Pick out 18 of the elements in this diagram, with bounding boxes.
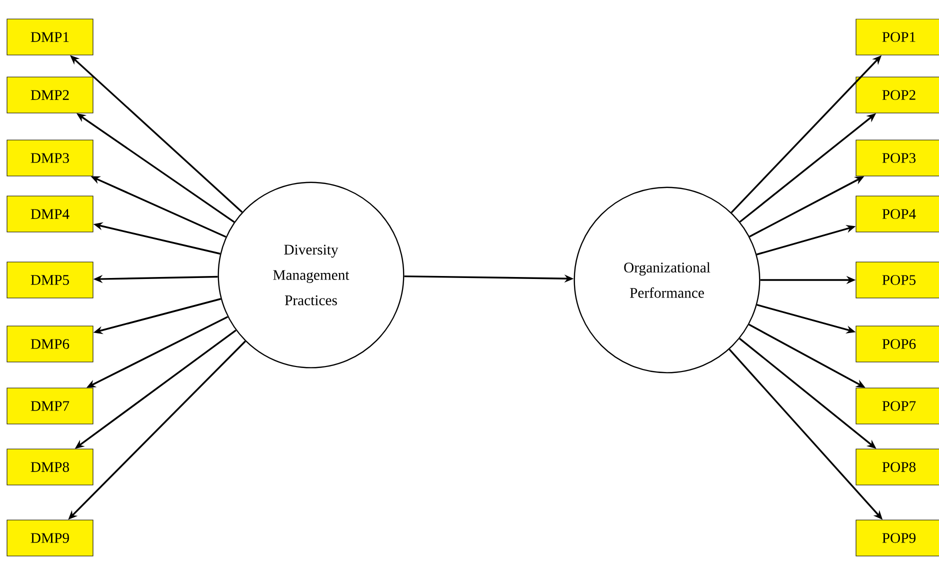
indicator-box: POP9 [856, 520, 939, 556]
indicator-box: POP6 [856, 326, 939, 362]
indicator-box: POP1 [856, 18, 939, 56]
indicator-box: POP5 [856, 262, 939, 298]
indicator-box: DMP1 [6, 18, 94, 56]
indicator-box: DMP3 [6, 140, 94, 176]
indicator-box: POP7 [856, 388, 939, 424]
indicator-box: POP2 [856, 76, 939, 114]
indicator-box: POP4 [856, 196, 939, 232]
indicator-box: DMP4 [6, 196, 94, 232]
indicator-box: POP3 [856, 140, 939, 176]
indicator-box: DMP7 [6, 388, 94, 424]
indicator-box: DMP5 [6, 262, 94, 298]
indicator-box: DMP8 [6, 448, 94, 486]
indicator-box: DMP2 [6, 76, 94, 114]
indicator-box: DMP6 [6, 326, 94, 362]
indicator-box: DMP9 [6, 520, 94, 556]
indicator-box: POP8 [856, 448, 939, 486]
